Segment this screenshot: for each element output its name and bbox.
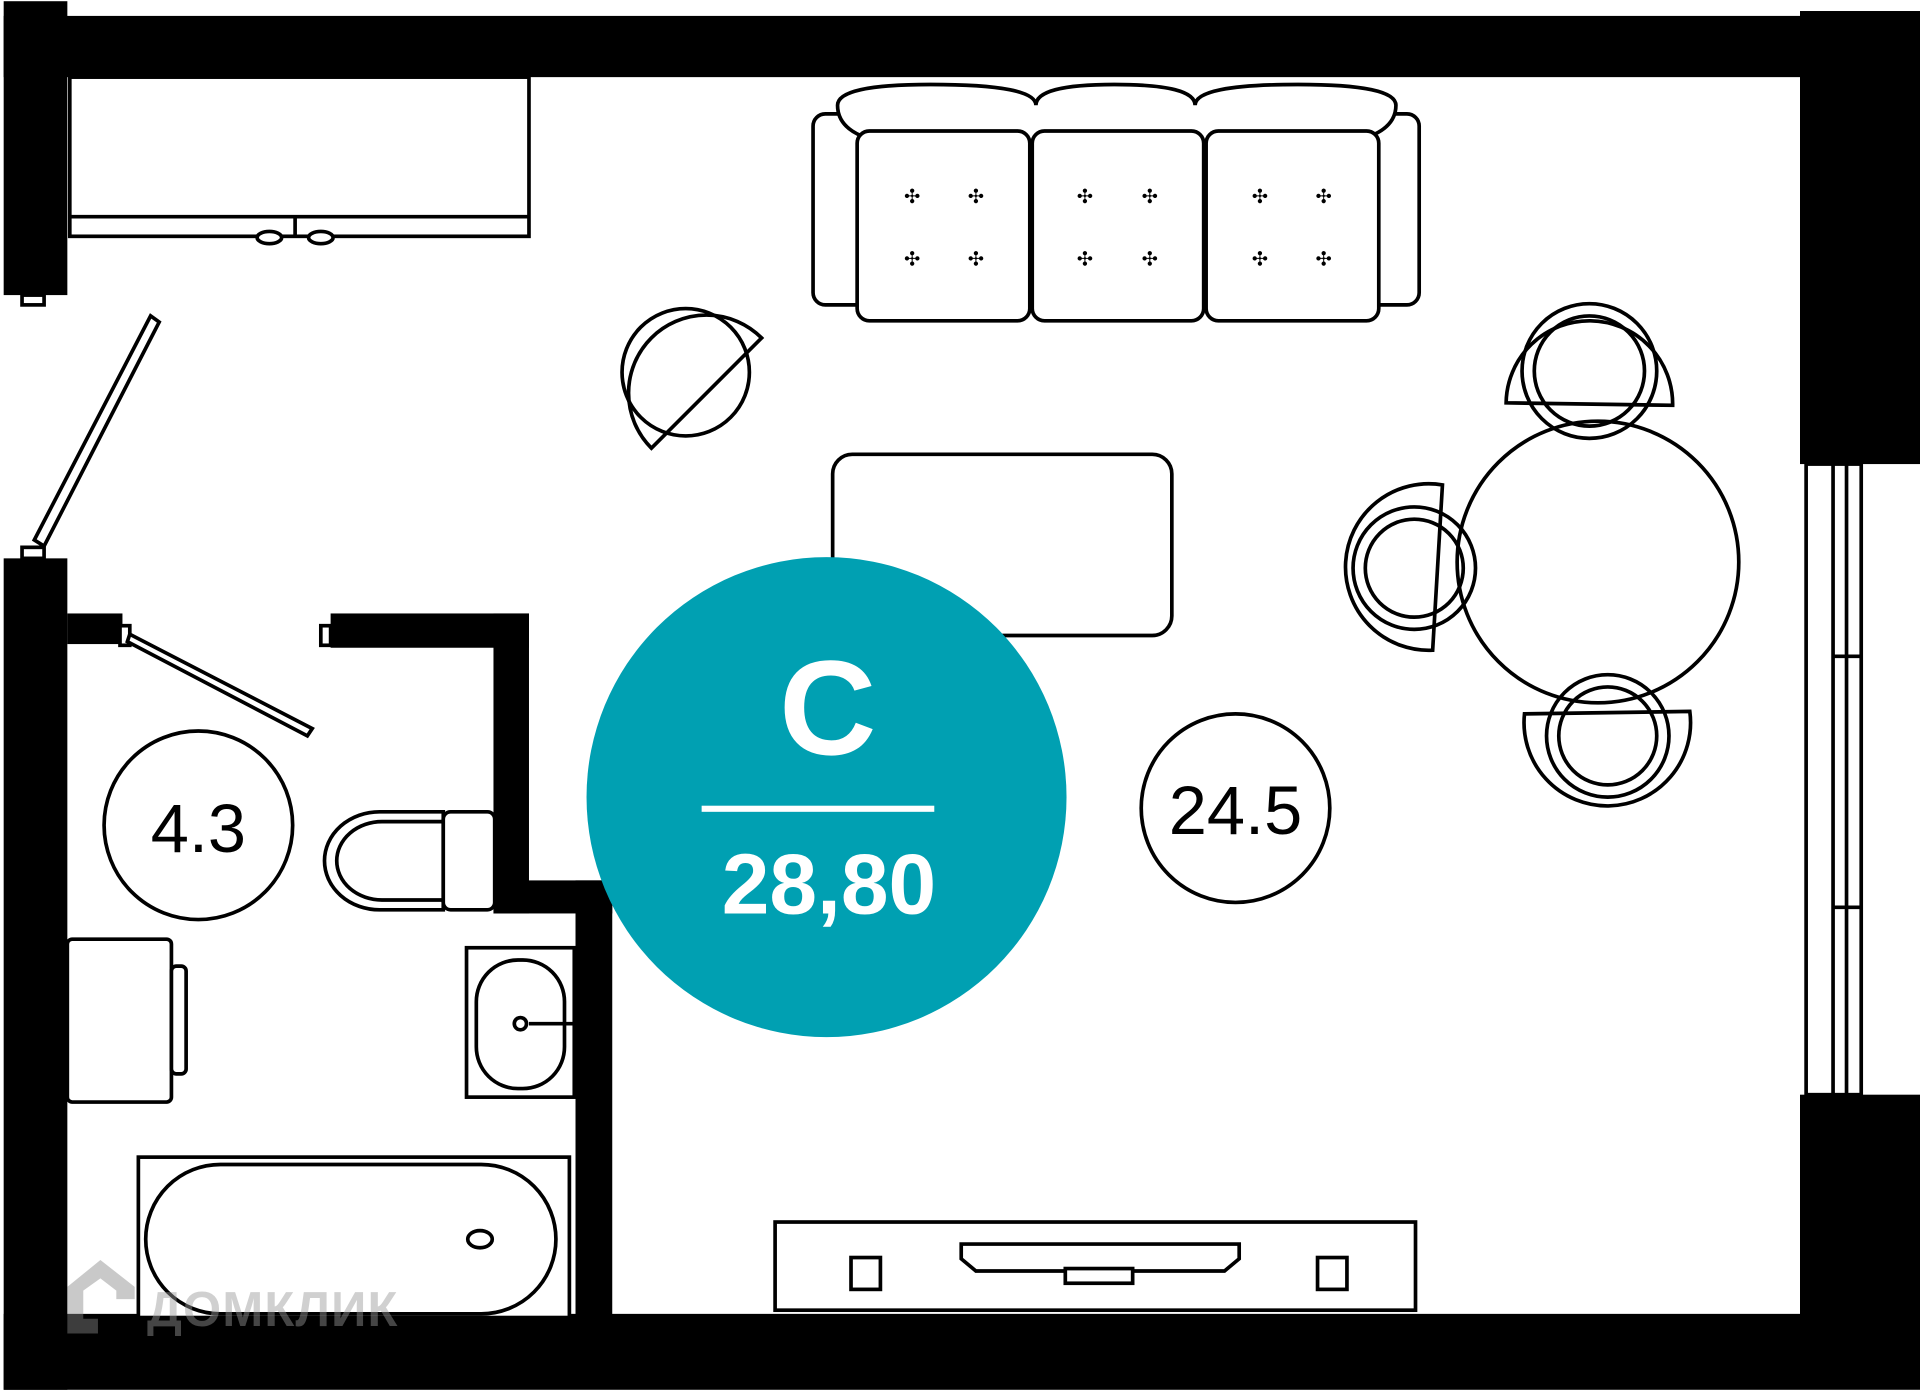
svg-text:✣: ✣ (904, 249, 920, 271)
living-room-area: 24.5 (1169, 772, 1302, 849)
watermark: ДОМКЛИК (67, 1259, 399, 1337)
wardrobe (67, 75, 531, 246)
dining-set (1343, 301, 1741, 808)
svg-text:✣: ✣ (1077, 186, 1093, 208)
svg-text:✣: ✣ (1252, 186, 1268, 208)
room-label-living-room: 24.5 (1139, 712, 1332, 905)
window (1804, 462, 1864, 1097)
room-label-bathroom: 4.3 (102, 729, 295, 922)
svg-text:✣: ✣ (1142, 186, 1158, 208)
svg-text:✣: ✣ (1077, 249, 1093, 271)
entrance-door (20, 293, 162, 561)
walls (3, 1, 1920, 1390)
svg-text:✣: ✣ (968, 186, 984, 208)
apartment-type: С (779, 632, 876, 783)
apartment-badge: С 28,80 (586, 557, 1067, 1038)
svg-text:✣: ✣ (904, 186, 920, 208)
svg-text:ДОМКЛИК: ДОМКЛИК (147, 1283, 399, 1337)
svg-text:✣: ✣ (1315, 249, 1331, 271)
bathroom-area: 4.3 (151, 790, 246, 867)
bathroom-door (118, 623, 333, 739)
tv-stand (773, 1220, 1418, 1313)
total-area: 28,80 (722, 836, 936, 932)
sofa: ✣ ✣ ✣ ✣ ✣ ✣ ✣ ✣ ✣ ✣ ✣ ✣ (811, 82, 1422, 323)
svg-text:✣: ✣ (1315, 186, 1331, 208)
svg-text:✣: ✣ (1252, 249, 1268, 271)
svg-text:✣: ✣ (968, 249, 984, 271)
armchair (620, 306, 765, 451)
svg-text:✣: ✣ (1142, 249, 1158, 271)
bathroom-fixtures (65, 809, 577, 1320)
